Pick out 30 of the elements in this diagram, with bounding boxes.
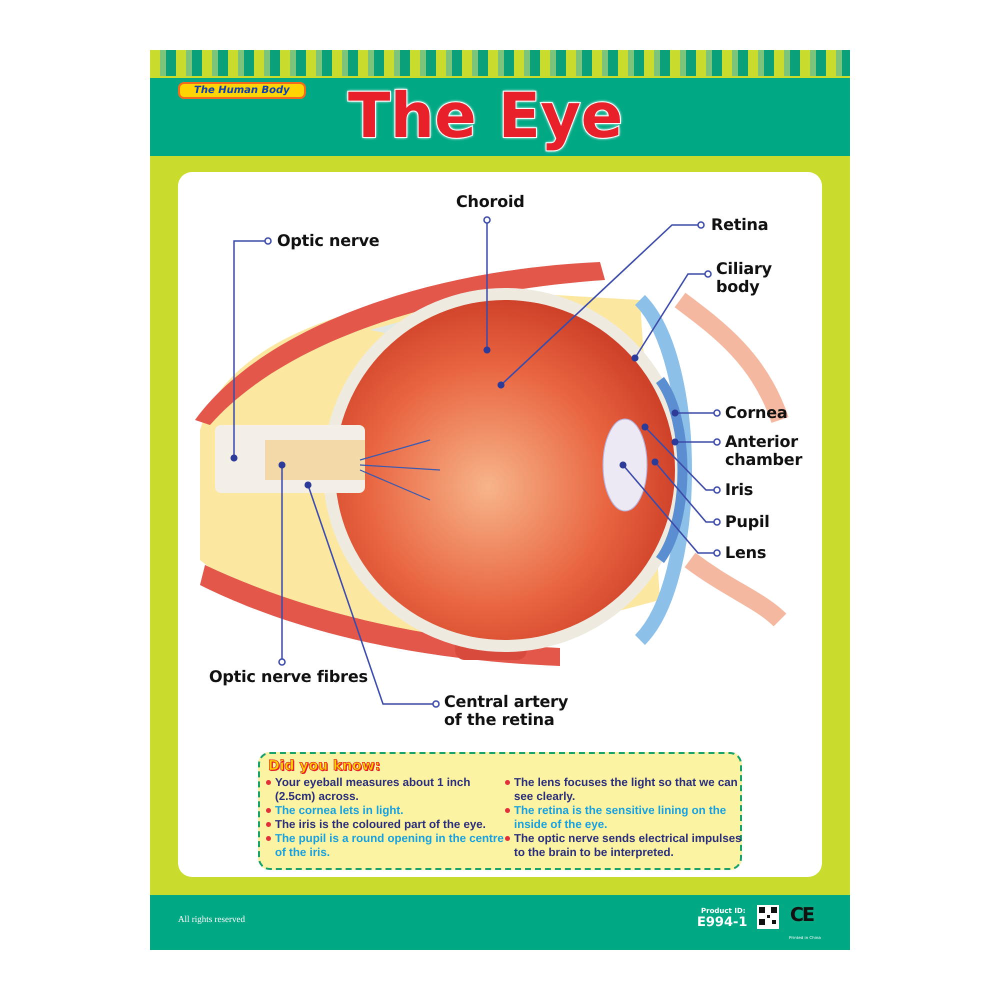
leader-line: [642, 424, 721, 494]
part-label: Iris: [725, 481, 785, 499]
leader-line: [278, 462, 286, 666]
part-label: Optic nerve: [277, 232, 397, 250]
box-heading: Did you know:: [268, 758, 380, 774]
leader-line: [304, 482, 440, 708]
leader-line: [672, 409, 721, 417]
leader-line: [483, 216, 491, 354]
leader-line: [632, 270, 712, 362]
ce-mark: CE: [790, 904, 813, 926]
part-label: Anterior chamber: [725, 433, 815, 469]
part-label: Retina: [711, 216, 791, 234]
part-label: Lens: [725, 544, 785, 562]
leader-line: [498, 221, 705, 388]
fact-text: The lens focuses the light so that we can see clearly.: [505, 776, 744, 804]
product-code: E994-1: [697, 915, 748, 930]
leader-line: [672, 438, 721, 446]
leader-line: [652, 458, 721, 526]
fact-text: The optic nerve sends electrical impulses to the brain to be interpreted.: [505, 832, 746, 860]
part-label: Pupil: [725, 513, 785, 531]
part-label: Choroid: [456, 193, 536, 211]
leader-line: [620, 462, 721, 557]
part-label: Cornea: [725, 404, 805, 422]
leader-line: [230, 237, 272, 462]
part-label: Central artery of the retina: [444, 693, 584, 729]
footer-text: All rights reserved: [178, 914, 245, 924]
poster-title: The Eye: [348, 78, 623, 154]
part-label: Ciliary body: [716, 260, 796, 296]
badge: The Human Body: [178, 82, 306, 99]
part-label: Optic nerve fibres: [209, 668, 379, 686]
